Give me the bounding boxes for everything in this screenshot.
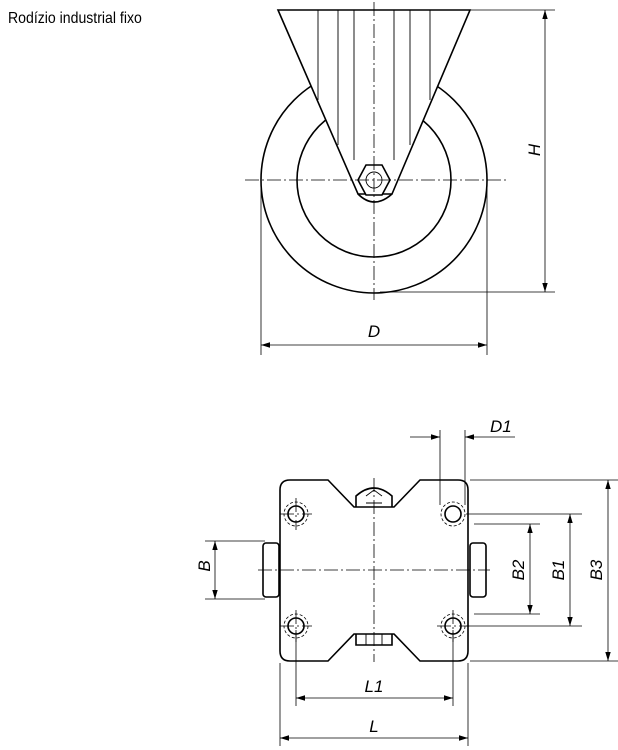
dimension-B3: B3 bbox=[470, 479, 618, 662]
dimension-B2: B2 bbox=[474, 523, 540, 615]
label-B2: B2 bbox=[509, 559, 528, 580]
label-B1: B1 bbox=[549, 560, 568, 581]
label-D: D bbox=[368, 322, 380, 341]
side-view: D H bbox=[245, 2, 555, 355]
dimension-B1: B1 bbox=[466, 513, 582, 627]
dimension-L1: L1 bbox=[295, 630, 454, 706]
label-H: H bbox=[525, 143, 544, 156]
mounting-hole bbox=[444, 505, 462, 523]
label-B: B bbox=[195, 560, 214, 571]
dimension-B: B bbox=[195, 540, 265, 600]
dimension-L: L bbox=[279, 663, 469, 746]
label-L: L bbox=[369, 717, 378, 736]
dimension-D: D bbox=[260, 180, 488, 355]
drawing-title: Rodízio industrial fixo bbox=[8, 10, 142, 27]
label-B3: B3 bbox=[587, 559, 606, 580]
label-L1: L1 bbox=[365, 677, 384, 696]
dimension-D1: D1 bbox=[410, 417, 515, 505]
label-D1: D1 bbox=[490, 417, 512, 436]
dimension-H: H bbox=[380, 9, 555, 293]
top-view: D1 B B2 B1 B3 bbox=[195, 417, 618, 746]
